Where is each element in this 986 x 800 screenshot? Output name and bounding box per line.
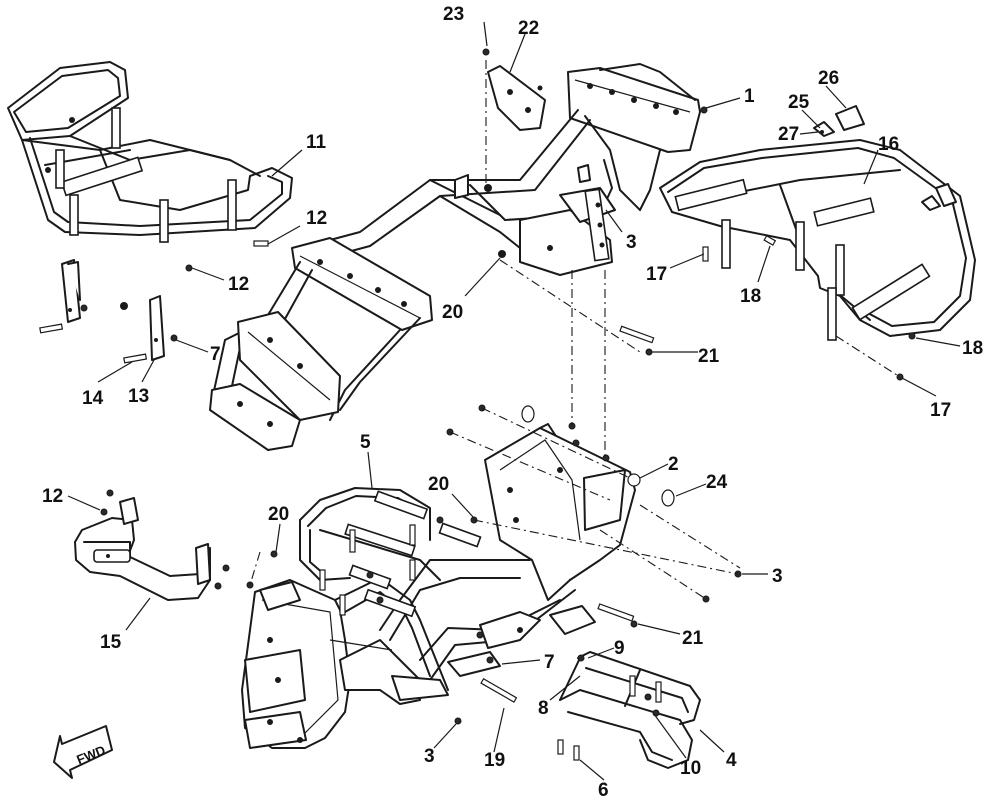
brackets-13-14 xyxy=(39,259,165,364)
callout-21-bottom: 21 xyxy=(682,628,704,649)
callout-2: 2 xyxy=(668,454,679,475)
callout-labels: 23 22 1 26 25 27 16 11 12 12 3 17 18 20 … xyxy=(42,4,983,800)
front-rack-part-11 xyxy=(7,61,293,243)
callout-9: 9 xyxy=(614,638,625,659)
callout-16: 16 xyxy=(878,134,899,155)
callout-4: 4 xyxy=(726,750,737,771)
callout-3-bottom: 3 xyxy=(424,746,435,767)
forward-direction-indicator: FWD xyxy=(53,725,113,779)
callout-20-top: 20 xyxy=(442,302,463,323)
callout-17-top: 17 xyxy=(646,264,667,285)
callout-23: 23 xyxy=(443,4,464,25)
callout-3-right: 3 xyxy=(772,566,783,587)
callout-7-bottom: 7 xyxy=(544,652,555,673)
callout-26: 26 xyxy=(818,68,839,89)
lower-main-frame xyxy=(241,423,636,749)
callout-27: 27 xyxy=(778,124,799,145)
upper-frame-assembly xyxy=(209,63,701,451)
callout-18-right: 18 xyxy=(962,338,983,359)
callout-12-mid: 12 xyxy=(228,274,249,295)
fwd-arrow-icon xyxy=(53,725,113,779)
callout-3-top: 3 xyxy=(626,232,637,253)
callout-17-right: 17 xyxy=(930,400,951,421)
callout-6: 6 xyxy=(598,780,609,800)
callout-13: 13 xyxy=(128,386,149,407)
rear-rack-part-16 xyxy=(659,139,976,341)
callout-11: 11 xyxy=(306,132,327,153)
callout-5: 5 xyxy=(360,432,371,453)
callout-24: 24 xyxy=(706,472,728,493)
callout-8: 8 xyxy=(538,698,549,719)
callout-21-top: 21 xyxy=(698,346,720,367)
callout-18-top: 18 xyxy=(740,286,761,307)
front-bumper-part-15 xyxy=(74,497,211,601)
callout-20-mid: 20 xyxy=(428,474,449,495)
callout-25: 25 xyxy=(788,92,810,113)
leader-lines xyxy=(67,21,961,781)
callout-12-top: 12 xyxy=(306,208,327,229)
callout-10: 10 xyxy=(680,758,701,779)
alignment-lines xyxy=(249,60,901,600)
callout-12-left: 12 xyxy=(42,486,63,507)
callout-19: 19 xyxy=(484,750,505,771)
callout-7-top: 7 xyxy=(210,344,221,365)
small-brackets-25-26-27 xyxy=(813,105,957,211)
callout-20-left: 20 xyxy=(268,504,289,525)
callout-1: 1 xyxy=(744,86,755,107)
callout-22: 22 xyxy=(518,18,539,39)
callout-14: 14 xyxy=(82,388,104,409)
rear-step-part-4 xyxy=(559,651,701,769)
callout-15: 15 xyxy=(100,632,122,653)
